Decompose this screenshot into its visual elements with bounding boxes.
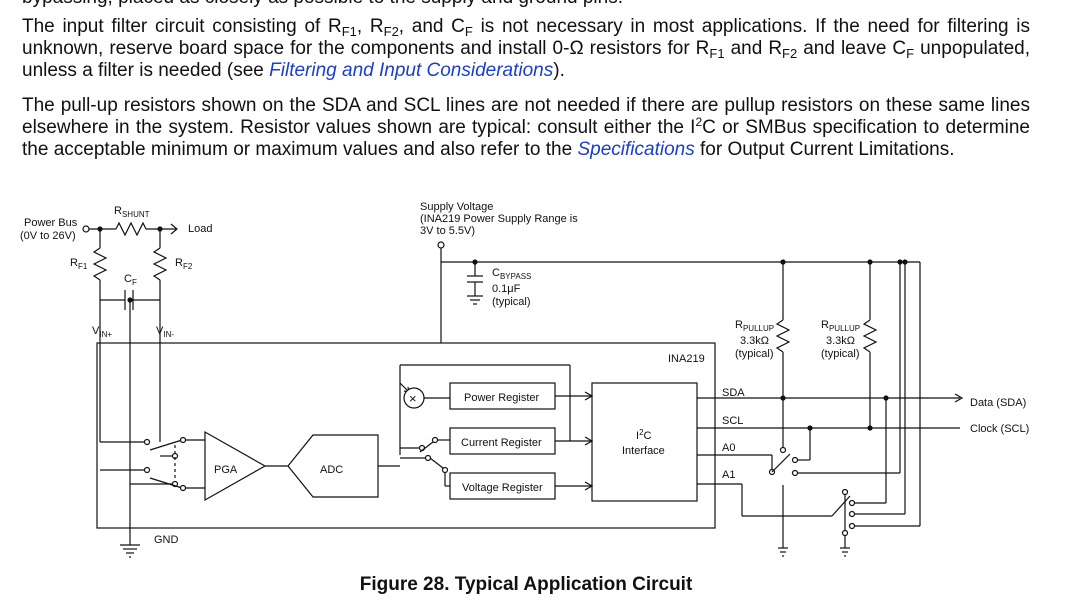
rpullup1-note: (typical) xyxy=(735,348,774,360)
rshunt-label: RSHUNT xyxy=(114,205,150,219)
paragraph-pullup: The pull-up resistors shown on the SDA a… xyxy=(22,95,1030,161)
rf2-resistor xyxy=(152,247,168,281)
text-run: The pull-up resistors shown on the SDA a… xyxy=(22,95,1030,138)
truncated-previous-line: bypassing, placed as closely as possible… xyxy=(22,0,1032,8)
clock-scl-label: Clock (SCL) xyxy=(970,423,1029,435)
cbypass-label: CBYPASS xyxy=(492,267,531,281)
power-bus-range: (0V to 26V) xyxy=(20,230,76,242)
chip-name: INA219 xyxy=(668,353,705,365)
ina219-chip-outline xyxy=(96,342,716,529)
pin-scl: SCL xyxy=(722,415,743,427)
rf2-label: RF2 xyxy=(175,257,193,271)
supply-voltage-label: Supply Voltage xyxy=(420,201,493,213)
text-run: , R xyxy=(356,16,384,37)
cbypass-note: (typical) xyxy=(492,296,531,308)
supply-voltage-range-1: (INA219 Power Supply Range is xyxy=(420,213,578,225)
subscript: F2 xyxy=(782,46,798,61)
rpullup1-label: RPULLUP xyxy=(735,319,774,333)
subscript: F1 xyxy=(341,24,357,39)
power-register-label: Power Register xyxy=(464,392,540,404)
multiplier-symbol: × xyxy=(409,391,417,406)
typical-application-circuit: Power Bus (0V to 26V) RSHUNT Load RF1 RF… xyxy=(20,201,1029,558)
cf-label: CF xyxy=(124,273,137,287)
a1-switch xyxy=(831,495,851,517)
cbypass-value: 0.1μF xyxy=(492,283,521,295)
rshunt-resistor xyxy=(115,221,147,237)
gnd-label: GND xyxy=(154,534,179,546)
power-bus-label: Power Bus xyxy=(24,217,78,229)
mux-switch-2 xyxy=(149,477,183,489)
supply-voltage-range-2: 3V to 5.5V) xyxy=(420,225,475,237)
pga-amplifier xyxy=(204,430,267,502)
rpullup2-label: RPULLUP xyxy=(821,319,860,333)
current-register-label: Current Register xyxy=(461,437,542,449)
rpullup1-value: 3.3kΩ xyxy=(740,335,769,347)
superscript: 2 xyxy=(695,115,703,129)
text-run: and R xyxy=(724,38,783,59)
text-run: unpopulated, unless a filter is needed (… xyxy=(22,38,1030,81)
text-run: is not necessary in most applications. I… xyxy=(22,16,1030,59)
rpullup2-value: 3.3kΩ xyxy=(826,335,855,347)
vin-minus-label: VIN- xyxy=(156,325,174,339)
rpullup2-resistor xyxy=(862,319,878,353)
vin-plus-label: VIN+ xyxy=(92,325,112,339)
i2c-interface-box xyxy=(591,382,698,502)
text-run: and leave C xyxy=(797,38,907,59)
text-run: The input filter circuit consisting of R xyxy=(22,16,342,37)
rf1-resistor xyxy=(92,247,108,281)
i2c-label: I2C xyxy=(636,428,652,442)
text-run: , and C xyxy=(398,16,465,37)
voltage-register-label: Voltage Register xyxy=(462,482,543,494)
subscript: F xyxy=(464,24,473,39)
rpullup2-note: (typical) xyxy=(821,348,860,360)
pin-a0: A0 xyxy=(722,442,735,454)
rf1-label: RF1 xyxy=(70,257,88,271)
figure-caption: Figure 28. Typical Application Circuit xyxy=(359,574,693,595)
text-run: ). xyxy=(553,60,565,81)
mux-switch-1 xyxy=(149,439,183,451)
adc-label: ADC xyxy=(320,464,343,476)
subscript: F xyxy=(906,46,915,61)
text-run: C or SMBus specification to determine th… xyxy=(22,117,1030,160)
paragraph-input-filter: The input filter circuit consisting of R… xyxy=(22,16,1030,82)
specifications-link[interactable]: Specifications xyxy=(577,139,695,160)
text-run: for Output Current Limitations. xyxy=(694,139,955,160)
pin-a1: A1 xyxy=(722,469,735,481)
a0-switch xyxy=(771,453,791,473)
filtering-link[interactable]: Filtering and Input Considerations xyxy=(269,60,554,81)
data-sda-label: Data (SDA) xyxy=(970,397,1026,409)
pga-label: PGA xyxy=(214,464,238,476)
subscript: F1 xyxy=(709,46,725,61)
load-label: Load xyxy=(188,223,212,235)
rpullup1-resistor xyxy=(775,319,791,353)
subscript: F2 xyxy=(383,24,399,39)
pin-sda: SDA xyxy=(722,387,745,399)
i2c-interface-label: Interface xyxy=(622,445,665,457)
